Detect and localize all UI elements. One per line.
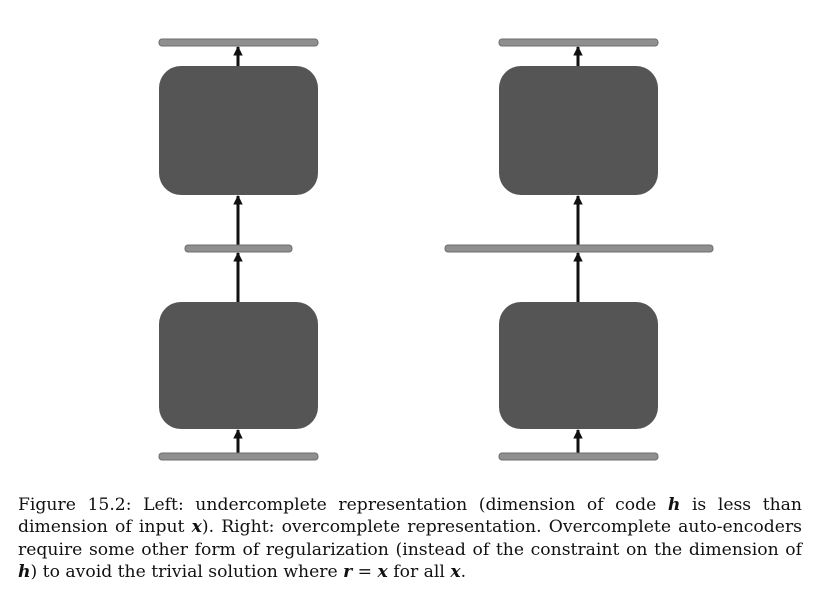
autoencoder-diagram <box>158 38 714 461</box>
left-decoder-block <box>159 66 318 195</box>
undercomplete-network <box>158 38 319 461</box>
right-decoder-block <box>499 66 658 195</box>
left-code-layer <box>184 244 293 253</box>
figure-caption: Figure 15.2: Left: undercomplete represe… <box>18 495 802 582</box>
right-output-layer <box>498 38 659 47</box>
left-input-layer <box>158 452 319 461</box>
right-encoder-block <box>499 302 658 429</box>
right-input-layer <box>498 452 659 461</box>
left-output-layer <box>158 38 319 47</box>
right-code-layer <box>444 244 714 253</box>
overcomplete-network <box>444 38 714 461</box>
caption-label: Figure 15.2: <box>18 495 132 515</box>
left-encoder-block <box>159 302 318 429</box>
